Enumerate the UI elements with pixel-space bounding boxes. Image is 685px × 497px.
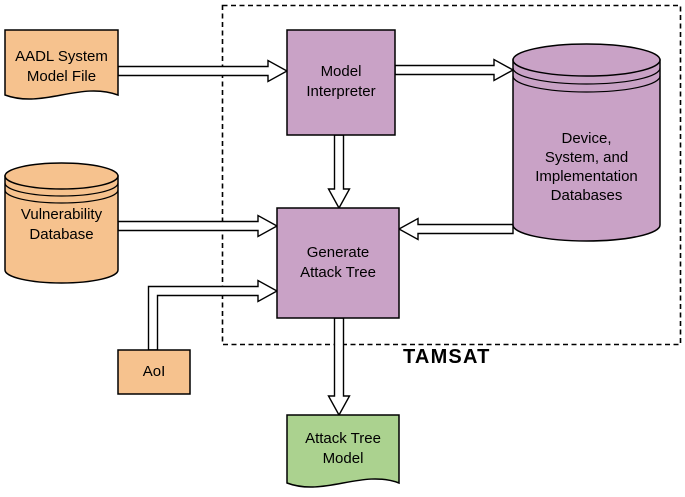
label-line: Device, bbox=[561, 130, 612, 147]
arrow-devicedb-to-generate bbox=[397, 217, 514, 241]
tamsat-boundary-label: TAMSAT bbox=[403, 346, 491, 368]
label-line: AoI bbox=[142, 363, 166, 380]
label-line: Interpreter bbox=[306, 83, 376, 100]
arrow-interpreter-to-generate bbox=[327, 134, 351, 210]
aadl-file-label: AADL System Model File bbox=[5, 47, 118, 87]
vulnerability-db-cylinder-top bbox=[4, 162, 119, 190]
label-line: Model bbox=[322, 450, 364, 467]
device-db-cylinder-body bbox=[512, 59, 661, 242]
arrow-vulndb-to-generate bbox=[117, 214, 279, 238]
device-db-cylinder-top bbox=[512, 43, 661, 77]
device-db-disk-line bbox=[512, 75, 661, 93]
vulnerability-db-disk-line bbox=[4, 189, 119, 204]
label-line: AADL System bbox=[15, 48, 108, 65]
attack-tree-model-document-shape bbox=[286, 414, 400, 488]
vulnerability-db-cylinder-body bbox=[4, 175, 119, 284]
vulnerability-db-label: Vulnerability Database bbox=[5, 205, 118, 245]
tamsat-dashed-boundary bbox=[221, 4, 682, 346]
label-line: System, and bbox=[544, 149, 629, 166]
arrow-aoi-to-generate bbox=[147, 279, 279, 351]
generate-attack-tree-label: Generate Attack Tree bbox=[277, 243, 399, 283]
label-line: Model File bbox=[26, 68, 97, 85]
aoi-box bbox=[117, 349, 191, 395]
aoi-label: AoI bbox=[118, 362, 190, 382]
label-line: Databases bbox=[550, 187, 623, 204]
arrow-interpreter-to-device-db bbox=[394, 58, 515, 82]
arrow-generate-to-attack-tree-model bbox=[327, 317, 351, 417]
label-line: Generate bbox=[306, 244, 370, 261]
label-line: Attack Tree bbox=[300, 264, 376, 281]
label-line: Model bbox=[320, 63, 362, 80]
label-line: Implementation bbox=[535, 168, 638, 185]
label-line: Attack Tree bbox=[305, 430, 381, 447]
device-db-label: Device, System, and Implementation Datab… bbox=[513, 129, 660, 205]
label-line: Database bbox=[29, 226, 94, 243]
label-line: Vulnerability bbox=[20, 206, 103, 223]
vulnerability-db-disk-line bbox=[4, 182, 119, 197]
aadl-document-shape bbox=[4, 29, 119, 100]
model-interpreter-box bbox=[286, 29, 396, 136]
device-db-disk-line bbox=[512, 67, 661, 85]
generate-attack-tree-box bbox=[276, 207, 400, 319]
model-interpreter-label: Model Interpreter bbox=[287, 62, 395, 102]
attack-tree-model-label: Attack Tree Model bbox=[287, 429, 399, 469]
arrow-aadl-to-interpreter bbox=[117, 59, 289, 83]
